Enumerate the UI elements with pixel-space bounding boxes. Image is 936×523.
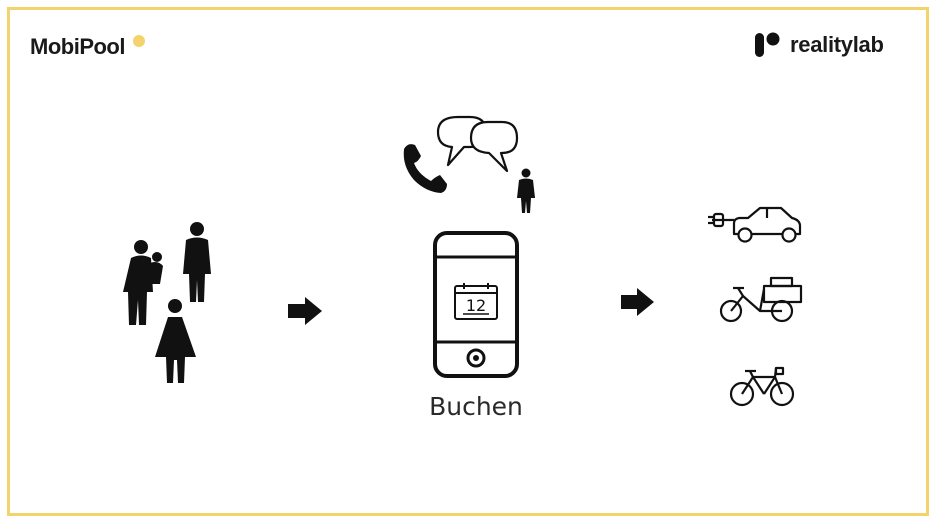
realitylab-logo-icon	[755, 32, 780, 57]
woman-icon	[155, 299, 196, 383]
smartphone-icon	[433, 231, 519, 378]
mobipool-logo: MobiPool	[30, 34, 145, 60]
arrow-right-icon	[288, 297, 322, 325]
speech-bubbles-icon	[436, 115, 519, 173]
arrow-right-icon	[621, 288, 654, 316]
cargo-bike-icon	[719, 276, 803, 323]
bicycle-icon	[729, 366, 795, 407]
phone-icon	[403, 144, 447, 193]
man-with-child-icon	[123, 240, 163, 325]
mobipool-logo-text: MobiPool	[30, 34, 125, 59]
person-icon	[517, 168, 535, 213]
realitylab-logo: realitylab	[754, 32, 884, 58]
booking-label: Buchen	[429, 392, 523, 421]
electric-car-icon	[708, 206, 802, 243]
slide-frame	[7, 7, 929, 516]
man-icon	[183, 222, 211, 302]
calendar-icon: 12	[454, 283, 498, 320]
mobipool-dot	[132, 35, 145, 47]
realitylab-logo-text: realitylab	[790, 32, 884, 57]
calendar-day: 12	[466, 296, 486, 315]
